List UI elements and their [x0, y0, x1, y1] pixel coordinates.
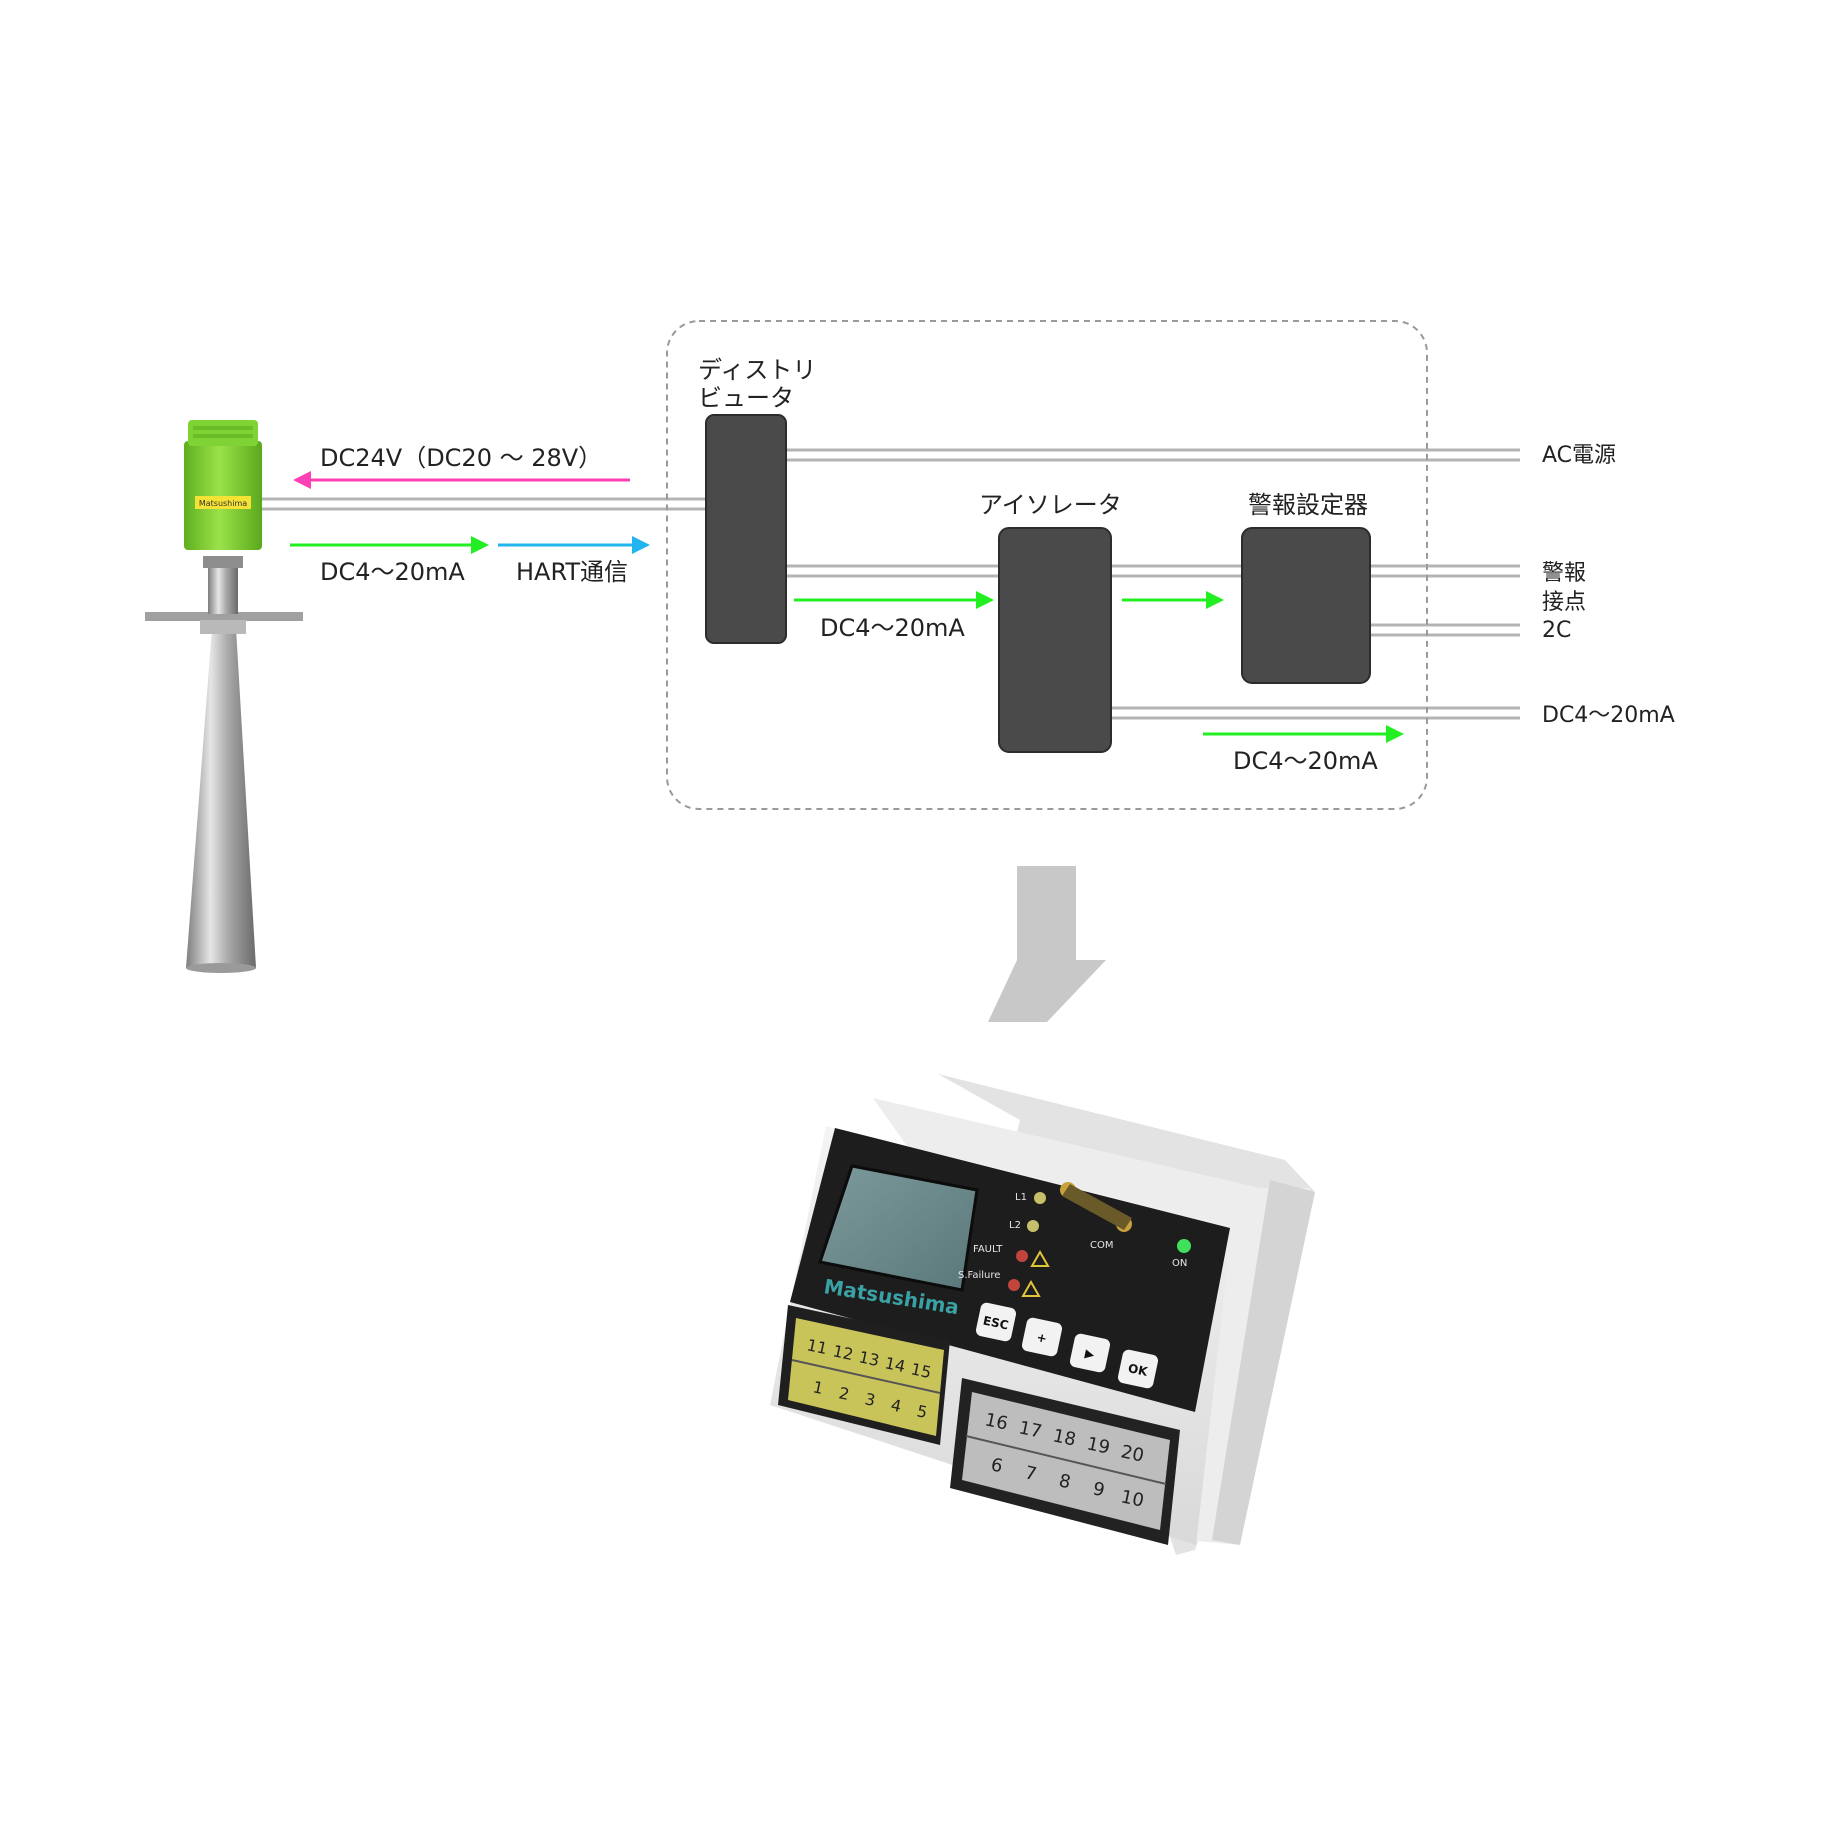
led-l1-icon: [1034, 1192, 1046, 1204]
distributor-label-line2: ビュータ: [698, 384, 794, 412]
down-arrow: [988, 866, 1106, 1022]
terminal-label: 20: [1119, 1441, 1146, 1466]
supply-voltage-label: DC24V（DC20 ～ 28V）: [320, 444, 602, 472]
sensor-horn: [186, 628, 256, 968]
terminal-label: 16: [983, 1409, 1010, 1434]
power-arrow: [293, 471, 630, 489]
terminal-label: 8: [1057, 1470, 1073, 1493]
terminal-label: 13: [857, 1347, 881, 1370]
led-label-l2: L2: [1009, 1220, 1021, 1231]
alarm-setter-label: 警報設定器: [1248, 491, 1368, 519]
left-terminal-block: [778, 1305, 950, 1445]
isolator-block: [998, 527, 1112, 753]
alarm-contact-label-line3: 2C: [1542, 618, 1571, 643]
wiring-lines: [262, 448, 1520, 720]
sensor-brand-label: Matsushima: [199, 499, 247, 508]
signal-arrow-out: [1203, 725, 1404, 743]
sensor-green-housing: [184, 441, 262, 550]
distributor-label-line1: ディストリ: [698, 356, 816, 384]
signal-label-mid: DC4～20mA: [820, 614, 965, 642]
panel-enclosure: [666, 320, 1428, 810]
controller-device: Matsushima L1 L2 FAULT S.Failure COM ON: [770, 1074, 1315, 1555]
warning-icon: [1021, 1279, 1041, 1297]
power-led-icon: [1177, 1239, 1191, 1253]
hart-arrow: [498, 536, 650, 554]
terminal-label: 1: [811, 1377, 825, 1398]
terminal-label: 17: [1017, 1417, 1044, 1442]
signal-arrow-mid: [794, 591, 994, 609]
terminal-label: 9: [1091, 1478, 1107, 1501]
terminal-label: 12: [831, 1341, 855, 1364]
terminal-label: 3: [863, 1389, 877, 1410]
terminal-label: 15: [909, 1359, 933, 1382]
terminal-label: 2: [837, 1383, 851, 1404]
ac-power-label: AC電源: [1542, 443, 1616, 468]
terminal-label: 18: [1051, 1425, 1078, 1450]
signal-out-label: DC4～20mA: [1542, 703, 1675, 728]
led-label-l1: L1: [1015, 1192, 1027, 1203]
plus-button[interactable]: [1021, 1317, 1063, 1358]
left-terminal-labels: 11 12 13 14 15 1 2 3 4 5: [805, 1335, 933, 1422]
terminal-label: 4: [889, 1395, 903, 1416]
led-label-sfailure: S.Failure: [958, 1270, 1000, 1281]
radar-level-sensor: Matsushima: [145, 420, 303, 973]
plus-button-label: +: [1035, 1330, 1048, 1346]
right-terminal-labels: 16 17 18 19 20 6 7 8 9 10: [983, 1409, 1146, 1511]
signal-out-arrow-label: DC4～20mA: [1233, 747, 1378, 775]
alarm-contact-label-line1: 警報: [1542, 561, 1586, 586]
alarm-setter-block: [1241, 527, 1371, 684]
terminal-label: 11: [805, 1335, 829, 1358]
terminal-label: 10: [1119, 1486, 1146, 1511]
sensor-brand-plate: [195, 496, 251, 509]
signal-arrow-left: [290, 536, 489, 554]
com-label: COM: [1090, 1240, 1113, 1251]
ok-button-label: OK: [1127, 1361, 1150, 1379]
terminal-label: 7: [1023, 1462, 1039, 1485]
signal-arrow-to-alarm: [1122, 591, 1224, 609]
led-fault-icon: [1016, 1250, 1028, 1262]
sensor-flange: [145, 612, 303, 621]
esc-button[interactable]: [975, 1302, 1017, 1343]
on-label: ON: [1172, 1258, 1187, 1269]
device-buttons[interactable]: ESC + ▶ OK: [975, 1302, 1159, 1390]
led-label-fault: FAULT: [973, 1244, 1003, 1255]
alarm-contact-label-line2: 接点: [1542, 590, 1586, 615]
led-l2-icon: [1027, 1220, 1039, 1232]
isolator-label: アイソレータ: [979, 491, 1122, 519]
next-button[interactable]: [1069, 1333, 1111, 1374]
com-connector: [1060, 1182, 1132, 1232]
terminal-label: 6: [989, 1454, 1005, 1477]
distributor-block: [705, 414, 787, 644]
device-lcd: [818, 1164, 979, 1292]
terminal-label: 19: [1085, 1433, 1112, 1458]
warning-icon: [1030, 1249, 1050, 1267]
signal-label-left: DC4～20mA: [320, 558, 465, 586]
hart-label: HART通信: [516, 558, 628, 586]
ok-button[interactable]: [1117, 1349, 1159, 1390]
next-button-label: ▶: [1084, 1346, 1097, 1362]
right-terminal-block: [950, 1378, 1180, 1545]
esc-button-label: ESC: [982, 1313, 1010, 1332]
terminal-label: 14: [883, 1353, 907, 1376]
led-sfailure-icon: [1008, 1279, 1020, 1291]
terminal-label: 5: [915, 1401, 929, 1422]
